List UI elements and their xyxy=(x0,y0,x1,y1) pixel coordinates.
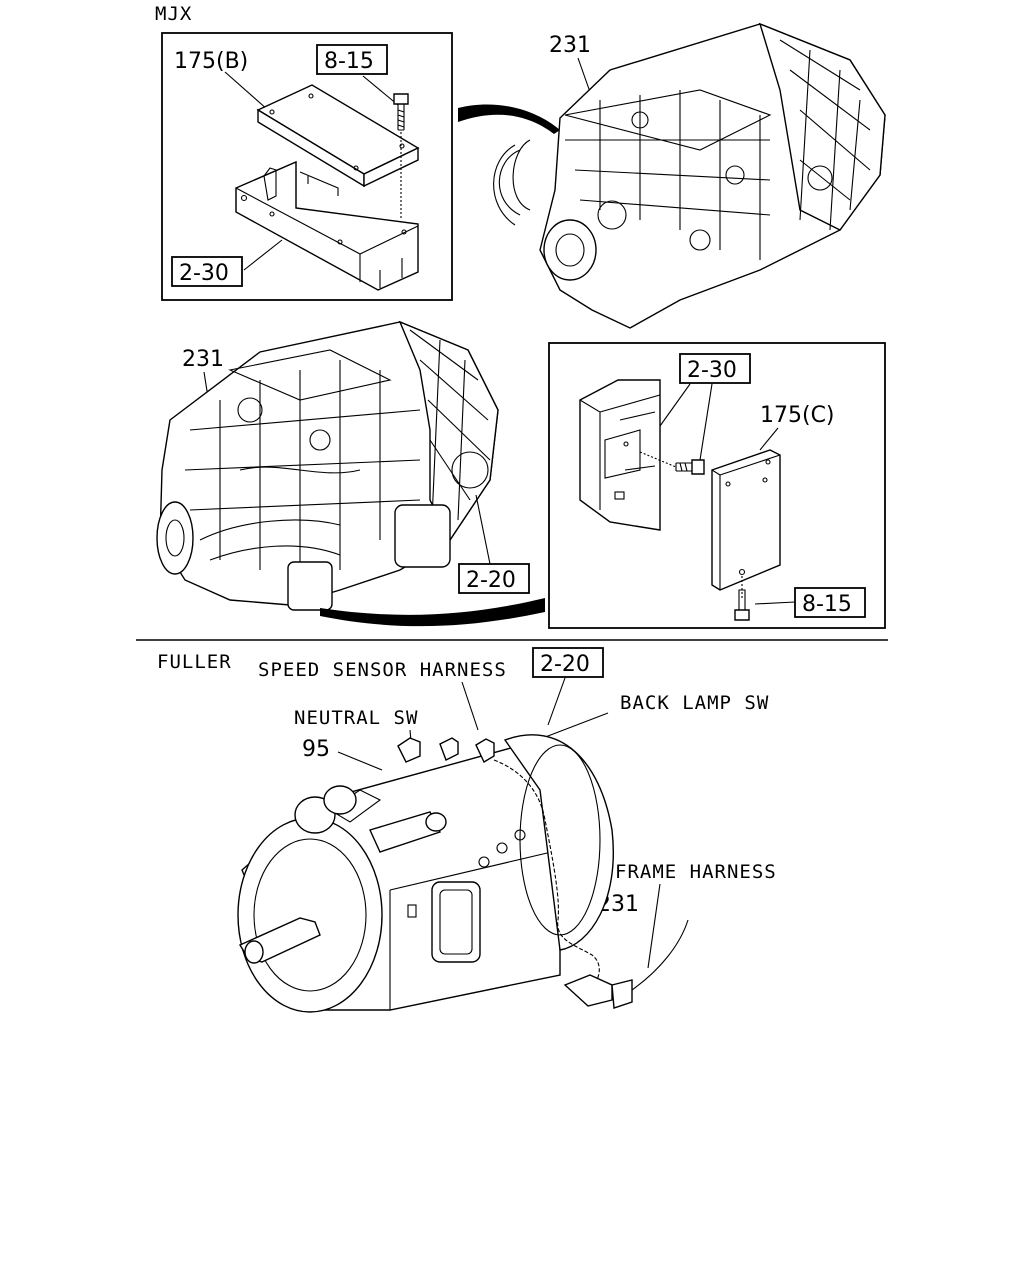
ref-box-2-30-inset xyxy=(679,353,751,384)
part-label-175b: 175(B) xyxy=(174,49,248,74)
ref-label-2-20-fuller: 2-20 xyxy=(540,652,590,677)
part-label-95: 95 xyxy=(302,737,330,762)
transmission-mjx-left: 231 2-20 xyxy=(156,320,530,611)
inset-175b-frame xyxy=(161,32,453,301)
ref-box-8-15-top xyxy=(316,44,388,75)
leader-2-30-top xyxy=(243,239,283,271)
section-label-fuller: FULLER xyxy=(157,651,232,673)
ref-label-2-30-inset: 2-30 xyxy=(687,358,737,383)
leader-8-15-inset xyxy=(754,601,796,605)
inset-175b: 175(B) 8-15 2-30 xyxy=(161,32,453,301)
callout-back-lamp-sw: BACK LAMP SW xyxy=(620,692,769,714)
connector-arrow-top xyxy=(458,104,560,134)
ref-label-8-15-inset: 8-15 xyxy=(802,592,852,617)
speed-sensor xyxy=(439,737,459,761)
ref-box-2-20-mid xyxy=(458,563,530,594)
rear-housing xyxy=(503,734,614,951)
callout-neutral-sw: NEUTRAL SW xyxy=(294,707,418,729)
leader-8-15-top xyxy=(362,75,399,106)
transmission-mjx-right: 231 xyxy=(493,22,886,329)
leader-2-20-mid xyxy=(475,494,491,565)
part-label-231-left: 231 xyxy=(182,347,224,372)
bracket-2-30-inset xyxy=(579,379,661,531)
harness-231 xyxy=(493,759,600,996)
frame-harness-wire xyxy=(631,919,689,991)
ref-label-2-30-top: 2-30 xyxy=(179,261,229,286)
module-2-20-mounted xyxy=(287,561,333,611)
inset-175c-frame xyxy=(548,342,886,629)
harness-connector xyxy=(563,974,613,1007)
bolt-2-30-inset xyxy=(639,451,705,475)
bolt-8-15-inset xyxy=(734,576,750,621)
inspection-cover xyxy=(431,881,481,963)
callout-frame-harness: FRAME HARNESS xyxy=(615,861,777,883)
bolt-8-15-top xyxy=(393,93,409,220)
neutral-switch xyxy=(397,737,421,763)
ref-box-2-20-fuller xyxy=(532,647,604,678)
section-label-mjx: MJX xyxy=(155,3,192,25)
ref-label-2-20-mid: 2-20 xyxy=(466,568,516,593)
bracket-2-30-top xyxy=(235,160,419,291)
inset-175c: 2-30 175(C) 8-15 xyxy=(548,342,886,629)
leader-175b xyxy=(224,71,269,111)
plate-175b xyxy=(256,84,420,188)
connector-arrow-bottom xyxy=(320,598,545,627)
part-label-231-right: 231 xyxy=(549,33,591,58)
module-175c-mounted xyxy=(394,504,451,568)
transmission-fuller xyxy=(237,734,689,1013)
leader-175c xyxy=(759,427,779,451)
ref-box-2-30-top xyxy=(171,256,243,287)
part-label-175c: 175(C) xyxy=(760,403,835,428)
ref-label-8-15-top: 8-15 xyxy=(324,49,374,74)
callout-speed-sensor-harness: SPEED SENSOR HARNESS xyxy=(258,659,507,681)
plate-175c xyxy=(711,449,781,591)
leader-231-right xyxy=(577,57,591,93)
back-lamp-switch xyxy=(475,738,495,763)
